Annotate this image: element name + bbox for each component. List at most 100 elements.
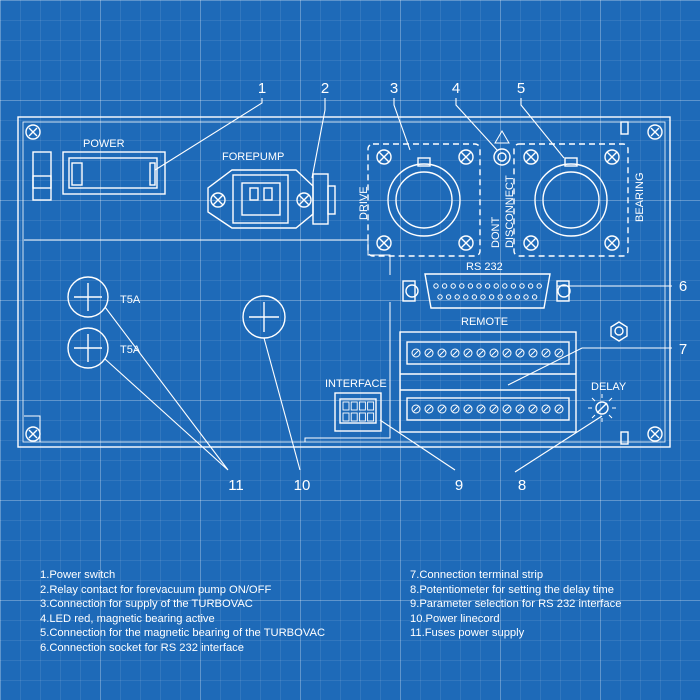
pin	[497, 294, 503, 300]
terminal-screw	[450, 404, 460, 414]
delay-potentiometer	[588, 394, 616, 422]
power-label: POWER	[83, 138, 125, 150]
terminal-screw	[463, 404, 473, 414]
legend-item: 8.Potentiometer for setting the delay ti…	[410, 583, 614, 596]
fuse-top	[67, 276, 109, 318]
pin	[459, 283, 465, 289]
callout-7: 7	[679, 341, 687, 358]
terminal-screw	[450, 348, 460, 358]
bearing-connector	[513, 143, 629, 257]
legend-item: 3.Connection for supply of the TURBOVAC	[40, 598, 253, 611]
pin	[433, 283, 439, 289]
terminal-screw	[554, 404, 564, 414]
disconnect-label: DISCONNECT	[504, 175, 516, 248]
pin	[493, 283, 499, 289]
pin	[527, 283, 534, 289]
pin	[441, 283, 448, 289]
legend-item: 2.Relay contact for forevacuum pump ON/O…	[40, 583, 272, 596]
terminal-screw	[528, 404, 538, 414]
callout-1: 1	[258, 80, 266, 97]
legend-right: 7.Connection terminal strip 8.Potentiome…	[410, 568, 621, 641]
pin	[502, 283, 508, 289]
legend-item: 11.Fuses power supply	[410, 627, 525, 640]
pin	[471, 294, 478, 300]
dip-cell	[350, 401, 358, 411]
interface-dip-switch	[334, 392, 382, 432]
callout-10: 10	[294, 477, 311, 494]
callout-8: 8	[518, 477, 526, 494]
power-switch	[32, 151, 166, 201]
legend-item: 1.Power switch	[40, 569, 116, 581]
pin	[536, 283, 542, 289]
pin	[445, 294, 452, 300]
rs232-socket	[402, 273, 571, 309]
dip-cell	[342, 412, 350, 422]
t5a-bottom-label: T5A	[120, 344, 141, 356]
terminal-screw	[411, 404, 421, 414]
remote-label: REMOTE	[461, 316, 508, 328]
terminal-screw	[489, 348, 499, 358]
callout-2: 2	[321, 80, 329, 97]
bearing-label: BEARING	[634, 172, 646, 222]
forepump-label: FOREPUMP	[222, 151, 284, 163]
terminal-screw	[502, 348, 512, 358]
terminal-screw	[476, 348, 486, 358]
terminal-screw	[424, 348, 434, 358]
delay-label: DELAY	[591, 381, 627, 393]
terminal-screw	[528, 348, 538, 358]
terminal-strip	[399, 331, 577, 433]
pin	[506, 294, 512, 300]
callout-4: 4	[452, 80, 460, 97]
legend-left: 1.Power switch 2.Relay contact for forev…	[40, 568, 325, 656]
leader-lines	[104, 98, 672, 473]
terminal-screw	[463, 348, 473, 358]
terminal-screw	[489, 404, 499, 414]
pin	[510, 283, 517, 289]
pin	[467, 283, 474, 289]
power-linecord	[242, 295, 286, 339]
dont-label: DONT	[490, 217, 502, 248]
dip-cell	[367, 401, 375, 411]
drive-label: DRIVE	[358, 186, 370, 220]
terminal-screw	[411, 348, 421, 358]
terminal-screw	[515, 404, 525, 414]
dip-cell	[350, 412, 358, 422]
pin	[523, 294, 529, 300]
terminal-screw	[541, 404, 551, 414]
legend-item: 6.Connection socket for RS 232 interface	[40, 641, 244, 654]
pin	[450, 283, 456, 289]
pin	[488, 294, 495, 300]
legend-item: 5.Connection for the magnetic bearing of…	[40, 627, 326, 640]
legend-item: 10.Power linecord	[410, 612, 500, 625]
front-panel-outline	[17, 116, 671, 448]
dip-cell	[358, 412, 366, 422]
callout-6: 6	[679, 278, 687, 295]
hex-nut	[610, 321, 628, 342]
led-indicator	[493, 130, 511, 166]
callout-5: 5	[517, 80, 525, 97]
terminal-screw	[554, 348, 564, 358]
dip-cell	[367, 412, 375, 422]
dip-cell	[342, 401, 350, 411]
pin	[480, 294, 486, 300]
callout-3: 3	[390, 80, 398, 97]
callout-11: 11	[228, 477, 244, 494]
t5a-top-label: T5A	[120, 294, 141, 306]
rs232-label: RS 232	[466, 261, 503, 273]
legend-item: 9.Parameter selection for RS 232 interfa…	[410, 598, 622, 611]
dip-cell	[358, 401, 366, 411]
callout-9: 9	[455, 477, 463, 494]
legend-item: 4.LED red, magnetic bearing active	[40, 612, 215, 625]
pin	[476, 283, 482, 289]
fuse-bottom	[67, 327, 109, 369]
corner-screws	[25, 124, 663, 442]
forepump-connector	[207, 169, 336, 229]
pin	[514, 294, 521, 300]
terminal-screw	[515, 348, 525, 358]
pin	[531, 294, 538, 300]
terminal-screw	[437, 348, 447, 358]
drive-connector	[367, 143, 481, 257]
pin	[463, 294, 469, 300]
pin	[519, 283, 525, 289]
